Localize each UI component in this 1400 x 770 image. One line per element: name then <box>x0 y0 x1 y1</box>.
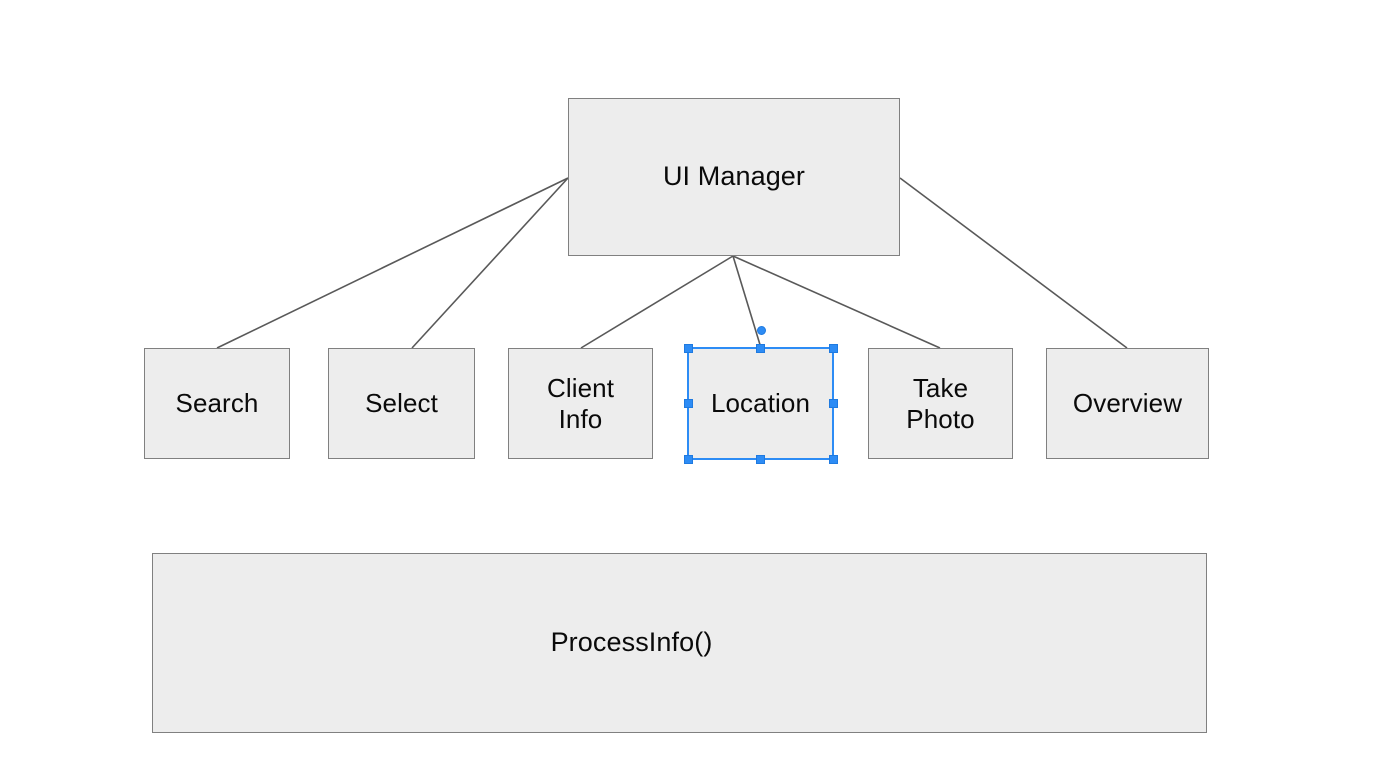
node-search-label: Search <box>175 388 259 419</box>
node-ui-manager-label: UI Manager <box>662 161 806 192</box>
handle-bottom-center[interactable] <box>756 454 765 464</box>
edge-ui-manager-to-client-info <box>580 255 734 349</box>
edge-ui-manager-to-location <box>732 255 762 349</box>
node-location[interactable]: Location <box>688 348 833 459</box>
node-process-info[interactable]: ProcessInfo() <box>152 553 1207 733</box>
node-overview[interactable]: Overview <box>1046 348 1209 459</box>
node-select-label: Select <box>365 388 438 419</box>
edge-endpoint-dot[interactable] <box>756 325 766 335</box>
handle-bottom-right[interactable] <box>828 454 838 464</box>
edge-ui-manager-to-search <box>216 177 569 349</box>
node-client-info-label: Client Info <box>546 372 615 434</box>
node-take-photo[interactable]: Take Photo <box>868 348 1013 459</box>
handle-middle-right[interactable] <box>828 399 838 408</box>
node-search[interactable]: Search <box>144 348 290 459</box>
edge-ui-manager-to-select <box>411 177 569 349</box>
node-ui-manager[interactable]: UI Manager <box>568 98 900 256</box>
handle-top-left[interactable] <box>683 343 693 353</box>
node-select[interactable]: Select <box>328 348 475 459</box>
node-location-label: Location <box>710 388 811 419</box>
node-overview-label: Overview <box>1072 388 1183 419</box>
handle-middle-left[interactable] <box>683 399 693 408</box>
node-take-photo-label: Take Photo <box>906 372 975 434</box>
handle-top-center[interactable] <box>756 343 765 353</box>
handle-bottom-left[interactable] <box>683 454 693 464</box>
handle-top-right[interactable] <box>828 343 838 353</box>
edge-ui-manager-to-overview <box>899 177 1128 349</box>
node-process-info-label: ProcessInfo() <box>550 627 713 658</box>
node-client-info[interactable]: Client Info <box>508 348 653 459</box>
